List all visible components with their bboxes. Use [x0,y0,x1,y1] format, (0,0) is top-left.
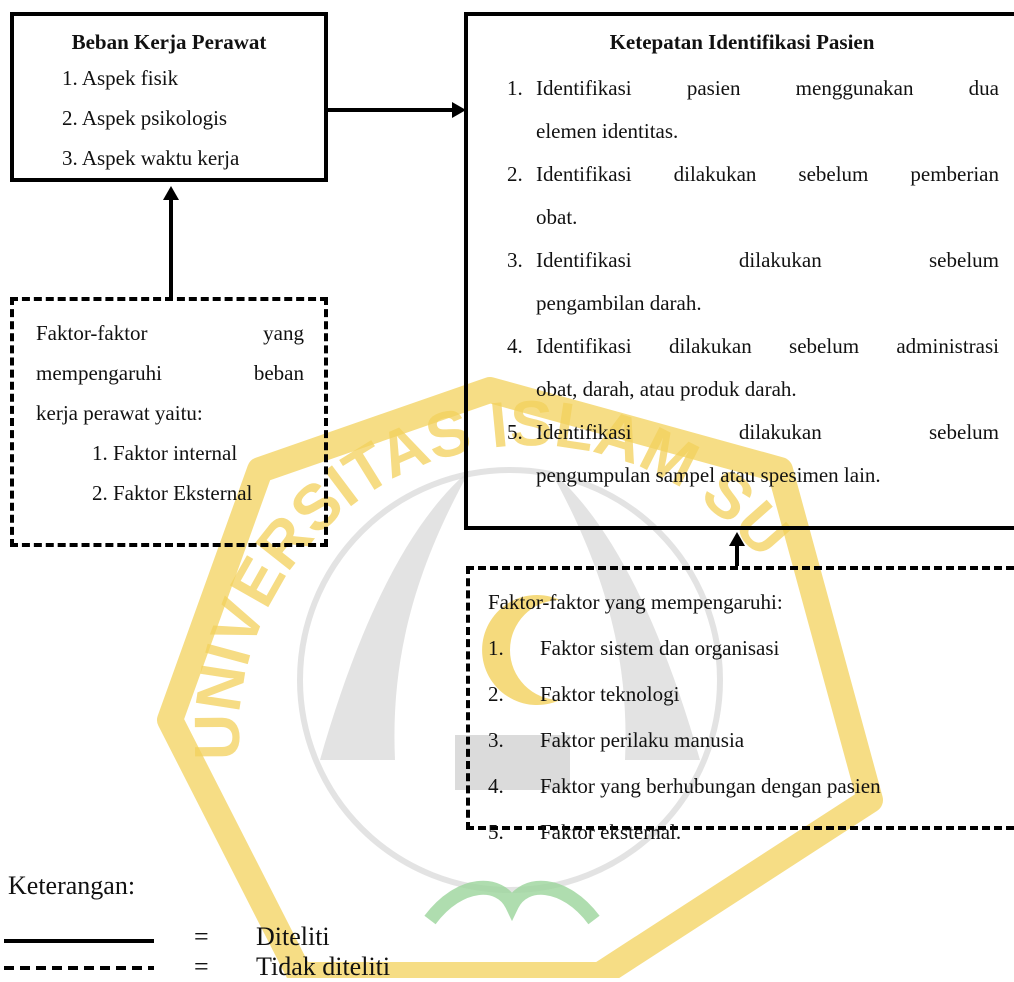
box-beban-kerja-title: Beban Kerja Perawat [71,30,267,54]
legend-title: Keterangan: [8,871,136,900]
faktor-text-line: mempengaruhi beban [36,361,304,385]
list-number: 2. [507,162,523,186]
legend-equals: = [194,952,209,981]
list-item-text: obat. [536,205,578,229]
faktor-text-line: Faktor-faktor yang [36,321,304,345]
box-faktor-beban-kerja: Faktor-faktor yang mempengaruhi beban ke… [10,297,328,547]
faktor-heading: Faktor-faktor yang mempengaruhi: [488,590,783,614]
list-number: 4. [507,334,523,358]
list-number: 3. [507,248,523,272]
list-item-text: Identifikasi dilakukan sebelum pemberian [536,162,999,186]
list-item-text: pengumpulan sampel atau spesimen lain. [536,463,881,487]
faktor-item: Faktor perilaku manusia [540,728,745,752]
arrow-faktor-to-beban [163,186,179,297]
faktor-item: Faktor yang berhubungan dengan pasien [540,774,881,798]
faktor-item: 1. Faktor internal [92,441,238,465]
list-number: 3. [488,728,504,752]
legend-equals: = [194,922,209,951]
list-number: 1. [488,636,504,660]
list-item-text: Identifikasi dilakukan sebelum [536,420,999,444]
arrow-beban-to-ketepatan [328,102,466,118]
list-item-text: Identifikasi dilakukan sebelum administr… [536,334,999,358]
ketepatan-items: 1. Identifikasi pasien menggunakan dua e… [507,68,999,495]
faktor-item: Faktor teknologi [540,682,680,706]
faktor-text-line: kerja perawat yaitu: [36,401,203,425]
list-number: 1. [507,76,523,100]
faktor-item: Faktor sistem dan organisasi [540,636,780,660]
arrow-faktor-to-ketepatan [729,532,745,566]
list-item-text: Identifikasi dilakukan sebelum [536,248,999,272]
list-number: 5. [507,420,523,444]
list-number: 5. [488,820,504,844]
legend-dashed-label: Tidak diteliti [256,952,391,981]
faktor-item: 2. Faktor Eksternal [92,481,253,505]
box-beban-kerja-item: 3. Aspek waktu kerja [62,146,240,170]
list-number: 4. [488,774,504,798]
box-faktor-identifikasi: Faktor-faktor yang mempengaruhi: 1. Fakt… [466,566,1014,844]
list-item-text: elemen identitas. [536,119,679,143]
box-ketepatan-identifikasi: Ketepatan Identifikasi Pasien [464,12,1014,530]
box-beban-kerja-item: 2. Aspek psikologis [62,106,228,130]
legend-solid-label: Diteliti [256,922,330,951]
list-item-text: Identifikasi pasien menggunakan dua [536,76,999,100]
faktor-item: Faktor eksternal. [540,820,682,844]
list-item-text: obat, darah, atau produk darah. [536,377,797,401]
list-number: 2. [488,682,504,706]
box-beban-kerja-perawat: Beban Kerja Perawat 1. Aspek fisik 2. As… [10,12,328,182]
box-beban-kerja-item: 1. Aspek fisik [62,66,179,90]
list-item-text: pengambilan darah. [536,291,702,315]
box-ketepatan-title: Ketepatan Identifikasi Pasien [609,30,875,54]
